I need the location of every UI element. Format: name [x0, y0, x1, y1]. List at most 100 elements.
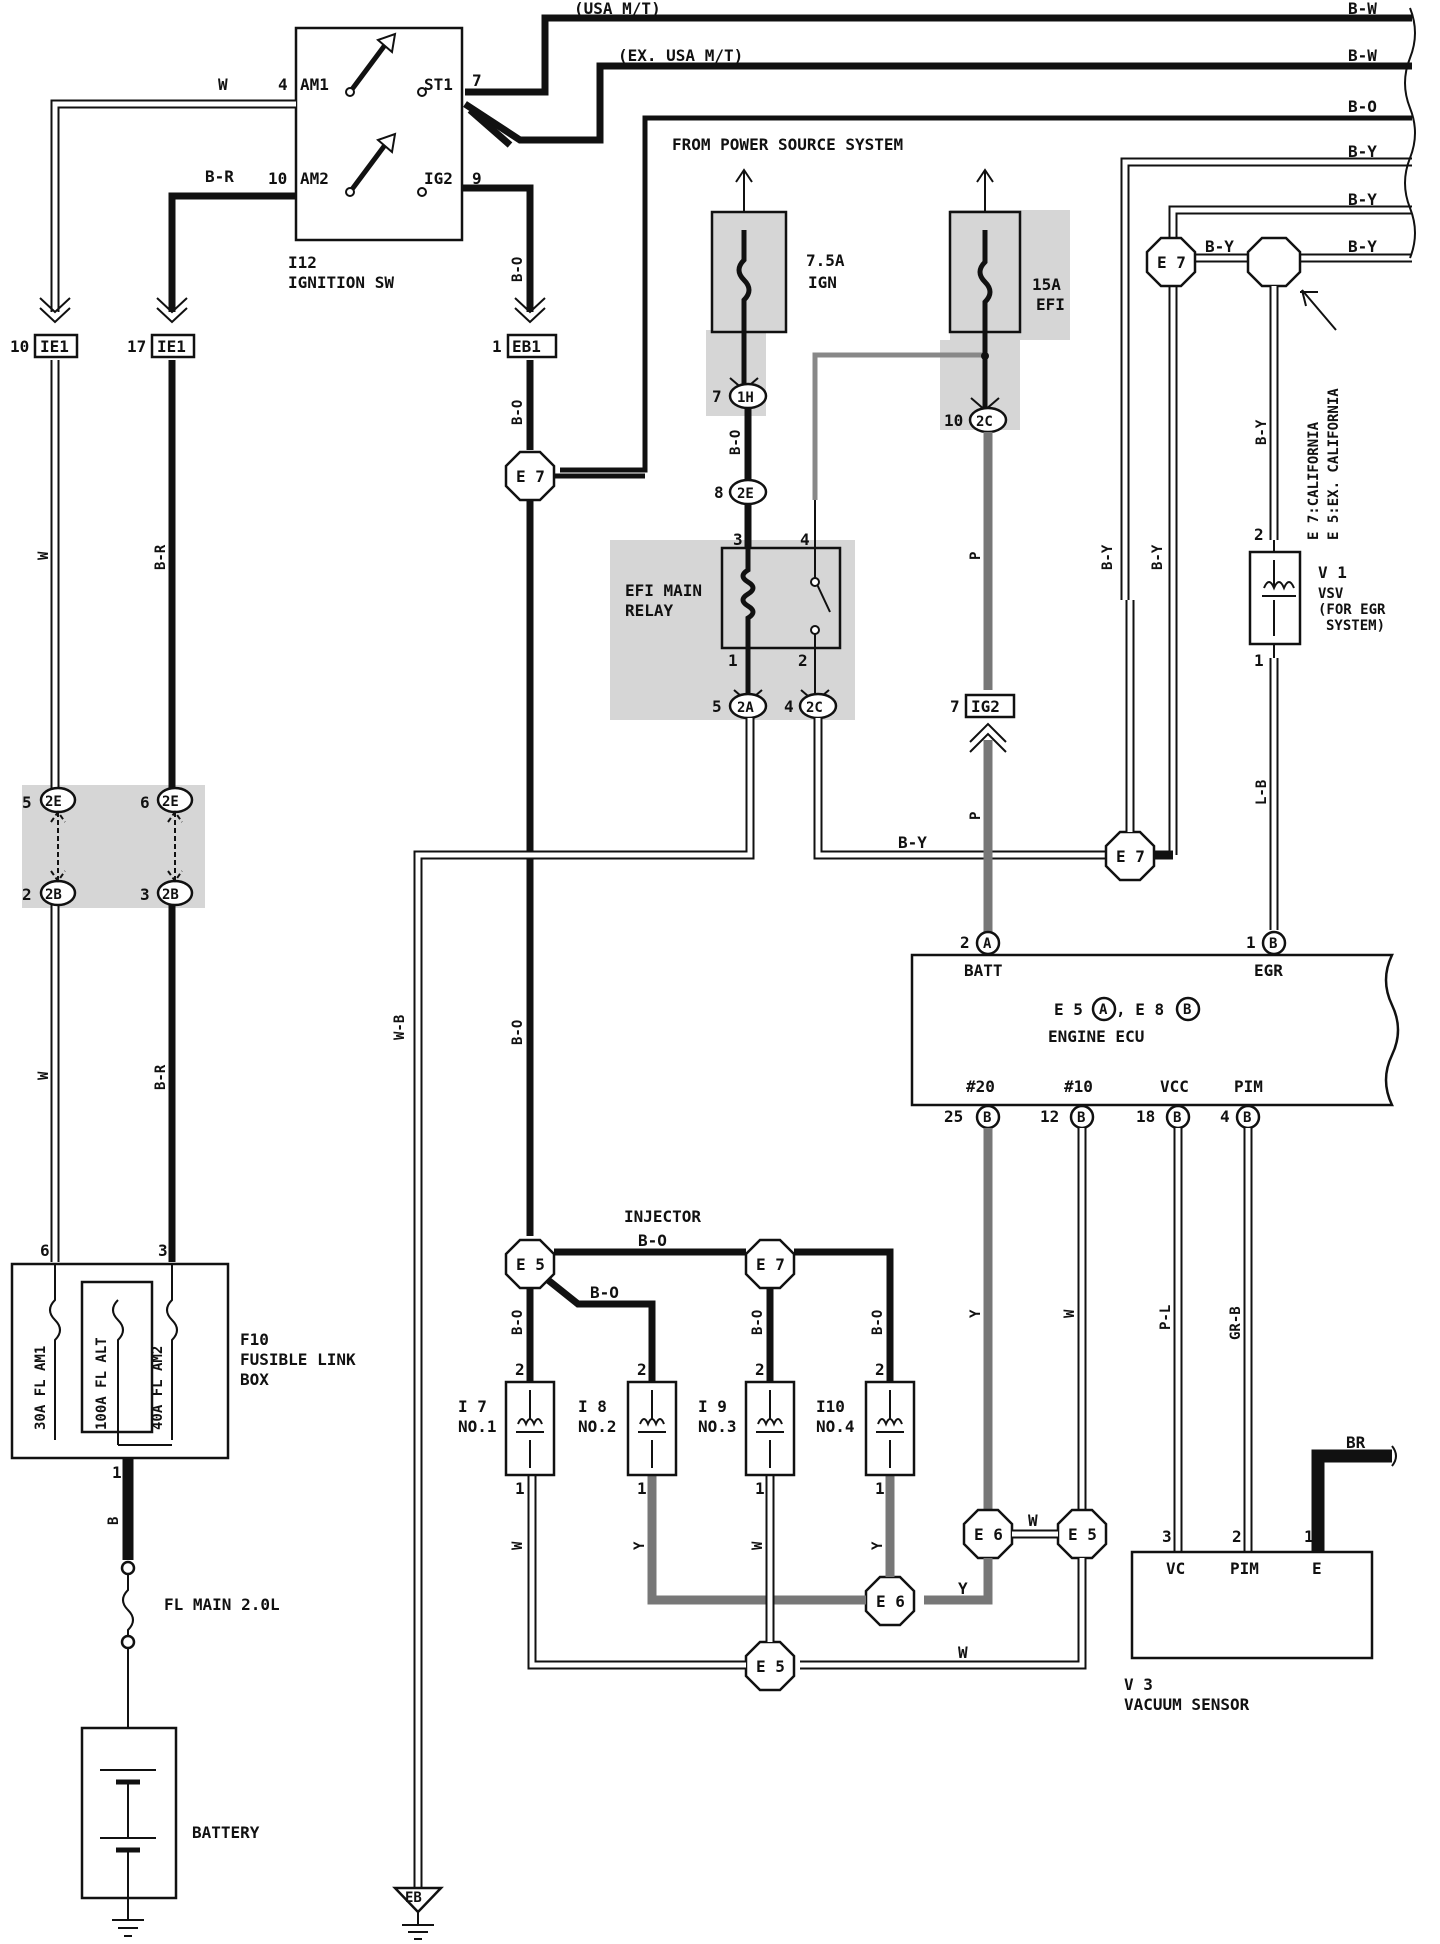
bo-label-no1: B-O — [510, 1310, 526, 1335]
p-label-1: P — [968, 552, 984, 560]
california-line1: E 7:CALIFORNIA — [1306, 421, 1322, 540]
usa-mt-label: (USA M/T) — [574, 0, 661, 18]
ign-fuse-box — [710, 210, 788, 334]
injector-no1 — [504, 1380, 556, 1477]
fl-box-pin-l: 6 — [40, 1241, 50, 1260]
vs-pin-num-2: 2 — [1232, 1527, 1242, 1546]
splice-e5-inj-label: E 5 — [516, 1255, 545, 1274]
inj1-pin-top: 2 — [515, 1360, 525, 1379]
ig2-pin-label: IG2 — [424, 169, 453, 188]
pl-label: P-L — [1158, 1305, 1174, 1330]
conn-12b-num: 12 — [1040, 1107, 1059, 1126]
y-label-bottom: Y — [958, 1579, 968, 1598]
relay-name-2: RELAY — [625, 601, 674, 620]
vsv-name2: (FOR EGR — [1318, 602, 1386, 618]
wb-label: W-B — [392, 1015, 408, 1040]
egr-conn-letter: B — [1269, 936, 1277, 952]
efi-fuse-rating: 15A — [1032, 275, 1061, 294]
by-label-relay: B-Y — [898, 833, 927, 852]
connector-link-right — [167, 810, 183, 883]
splice-e7-top-label: E 7 — [516, 467, 545, 486]
fusible-link-box — [10, 1262, 230, 1460]
california-pointer — [1300, 289, 1337, 331]
c2e-relay-num: 8 — [714, 483, 724, 502]
ign-arrow — [735, 168, 753, 183]
c2b-right-name: 2B — [162, 887, 179, 903]
c2e-right-num: 6 — [140, 793, 150, 812]
splice-e5-bottom-label: E 5 — [756, 1657, 785, 1676]
bo-label-inj2: B-O — [590, 1283, 619, 1302]
w-wire-label-v2: W — [36, 1071, 52, 1080]
vsv-name3: SYSTEM) — [1326, 618, 1385, 634]
w-label-ecu: W — [1062, 1309, 1078, 1318]
relay-pin-4: 4 — [800, 530, 810, 549]
y-label-no2: Y — [632, 1541, 648, 1550]
fl-main-fuse — [122, 1574, 134, 1636]
am1-pin-label: AM1 — [300, 75, 329, 94]
w-label-no3: W — [750, 1541, 766, 1550]
battery-label: BATTERY — [192, 1823, 260, 1842]
ie1a-connector — [33, 333, 79, 359]
inj2-name: NO.2 — [578, 1417, 617, 1436]
engine-ecu — [910, 953, 1400, 1107]
conn-18b-num: 18 — [1136, 1107, 1155, 1126]
ecu-pin-pim: PIM — [1234, 1077, 1263, 1096]
c2c-relay-num: 4 — [784, 697, 794, 716]
ground-eb — [392, 1886, 444, 1914]
inj1-name: NO.1 — [458, 1417, 497, 1436]
ign-fuse-rating: 7.5A — [806, 251, 845, 270]
bo-ig2-wire — [462, 184, 546, 1236]
splice-e7-inj — [744, 1238, 796, 1290]
batt-label: BATT — [964, 961, 1003, 980]
fl-am2-label: 40A FL AM2 — [150, 1346, 166, 1430]
ignition-switch-name: IGNITION SW — [288, 273, 394, 292]
br-label: BR — [1346, 1433, 1366, 1452]
bo-label-2: B-O — [510, 400, 526, 425]
fl-main-top — [120, 1560, 136, 1576]
bus-color-5: B-Y — [1348, 190, 1377, 209]
efi-fuse-shade — [950, 210, 1070, 340]
ecu-title-a-circle — [1091, 996, 1117, 1022]
inj4-pin-top: 2 — [875, 1360, 885, 1379]
inj3-pin-top: 2 — [755, 1360, 765, 1379]
inj1-id: I 7 — [458, 1397, 487, 1416]
lb-label: L-B — [1254, 780, 1270, 805]
w-wire-bottom — [800, 1558, 1087, 1670]
conn-12b-letter: B — [1077, 1110, 1085, 1126]
egr-conn — [1261, 930, 1287, 956]
vsv-name1: VSV — [1318, 586, 1344, 602]
c2a-name: 2A — [737, 700, 754, 716]
bo-label-inj1: B-O — [638, 1231, 667, 1250]
eb1-num: 1 — [492, 337, 502, 356]
splice-e5-ecu-label: E 5 — [1068, 1525, 1097, 1544]
vacuum-sensor-id: V 3 — [1124, 1675, 1153, 1694]
splice-e7-mid — [1104, 830, 1156, 882]
inj1-pin-bot: 1 — [515, 1479, 525, 1498]
fl-main-label: FL MAIN 2.0L — [164, 1595, 280, 1614]
ie1b-connector — [150, 333, 196, 359]
w-wire-no1 — [527, 1475, 746, 1670]
bo-label-3: B-O — [510, 1020, 526, 1045]
bo-no4 — [794, 1248, 894, 1382]
ign-fuse-name: IGN — [808, 273, 837, 292]
c2a-num: 5 — [712, 697, 722, 716]
relay-pin-2: 2 — [798, 651, 808, 670]
fl-box-pin-r: 3 — [158, 1241, 168, 1260]
by-label-v1: B-Y — [1100, 544, 1116, 570]
conn-18b-letter: B — [1173, 1110, 1181, 1126]
vsv-id: V 1 — [1318, 563, 1347, 582]
inj3-id: I 9 — [698, 1397, 727, 1416]
ie1b-name: IE1 — [157, 337, 186, 356]
ign-fuse-shade — [712, 212, 786, 332]
inj4-name: NO.4 — [816, 1417, 855, 1436]
egr-label: EGR — [1254, 961, 1283, 980]
batt-conn — [975, 930, 1001, 956]
grb-label: GR-B — [1228, 1306, 1244, 1340]
c2c-relay-name: 2C — [806, 700, 823, 716]
vsv — [1248, 540, 1302, 658]
ecu-name: ENGINE ECU — [1048, 1027, 1144, 1046]
p-label-2: P — [968, 812, 984, 820]
splice-e7-inj-label: E 7 — [756, 1255, 785, 1274]
by-relay-e7-wire — [813, 718, 1105, 860]
bus-color-3: B-O — [1348, 97, 1377, 116]
